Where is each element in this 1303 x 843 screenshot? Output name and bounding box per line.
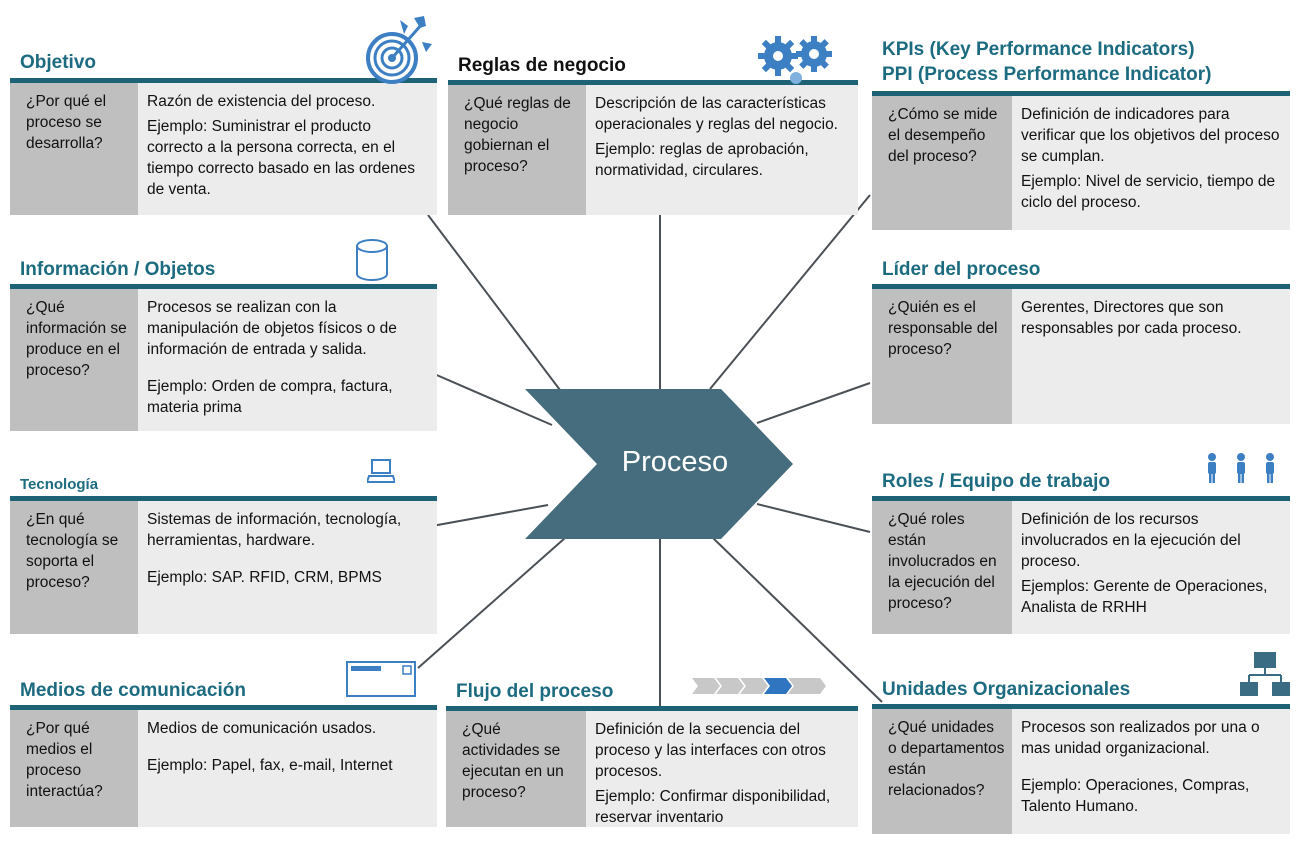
card-tecnologia: Tecnología ¿En qué tecnología se soporta… <box>10 472 437 634</box>
example-text: Ejemplo: Papel, fax, e-mail, Internet <box>147 757 393 774</box>
card-medios: Medios de comunicación ¿Por qué medios e… <box>10 676 437 827</box>
card-informacion: Información / Objetos ¿Qué información s… <box>10 256 437 431</box>
envelope-icon <box>346 661 416 697</box>
example-text: Ejemplo: Suministrar el producto correct… <box>147 118 415 198</box>
description-text: Razón de existencia del proceso. <box>147 93 376 110</box>
card-question: ¿Qué actividades se ejecutan en un proce… <box>446 711 586 827</box>
connector-objetivo <box>427 214 561 391</box>
target-icon <box>366 16 432 84</box>
connector-roles <box>756 503 871 533</box>
example-text: Ejemplos: Gerente de Operaciones, Analis… <box>1021 578 1268 616</box>
card-question: ¿Por qué medios el proceso interactúa? <box>10 710 138 827</box>
card-title: Tecnología <box>20 476 99 493</box>
card-objetivo: Objetivo ¿Por qué el proceso se desarrol… <box>10 50 437 215</box>
card-title: Reglas de negocio <box>458 55 626 76</box>
connector-lider <box>756 382 871 424</box>
title-bar <box>10 705 437 710</box>
card-description: Definición de indicadores para verificar… <box>1012 96 1290 230</box>
connector-tecnologia <box>431 504 549 527</box>
example-text: Ejemplo: SAP. RFID, CRM, BPMS <box>147 569 382 586</box>
card-question: ¿En qué tecnología se soporta el proceso… <box>10 501 138 634</box>
connector-kpis <box>709 194 871 390</box>
process-label: Proceso <box>621 446 729 478</box>
card-flujo: Flujo del proceso ¿Qué actividades se ej… <box>446 676 858 827</box>
card-question: ¿Quién es el responsable del proceso? <box>872 289 1012 424</box>
description-text: Sistemas de información, tecnología, her… <box>147 511 402 549</box>
example-text: Ejemplo: Orden de compra, factura, mater… <box>147 378 393 416</box>
description-text: Definición de los recursos involucrados … <box>1021 511 1241 570</box>
database-icon <box>356 239 388 281</box>
card-question: ¿Por qué el proceso se desarrolla? <box>10 83 138 215</box>
process-chevron <box>525 389 793 539</box>
description-text: Medios de comunicación usados. <box>147 720 377 737</box>
description-text: Descripción de las características opera… <box>595 95 838 133</box>
card-reglas: Reglas de negocio ¿Qué reglas de negocio… <box>448 50 858 215</box>
card-title: Roles / Equipo de trabajo <box>882 471 1111 492</box>
title-bar <box>10 284 437 289</box>
title-bar <box>872 91 1290 96</box>
example-text: Ejemplo: reglas de aprobación, normativi… <box>595 141 809 179</box>
connector-informacion <box>431 372 553 426</box>
process-flow-icon <box>692 678 826 694</box>
title-bar <box>448 80 858 85</box>
card-title: Unidades Organizacionales <box>882 679 1131 700</box>
title-bar <box>872 704 1290 709</box>
title-bar <box>872 284 1290 289</box>
card-description: Gerentes, Directores que son responsable… <box>1012 289 1290 424</box>
title-bar <box>872 496 1290 501</box>
example-text: Ejemplo: Operaciones, Compras, Talento H… <box>1021 777 1250 815</box>
title-bar <box>10 78 437 83</box>
example-text: Ejemplo: Nivel de servicio, tiempo de ci… <box>1021 173 1276 211</box>
card-description: Sistemas de información, tecnología, her… <box>138 501 437 634</box>
example-text: Ejemplo: Confirmar disponibilidad, reser… <box>595 788 831 826</box>
description-text: Procesos son realizados por una o mas un… <box>1021 719 1260 757</box>
card-description: Razón de existencia del proceso. Ejemplo… <box>138 83 437 215</box>
card-question: ¿Qué reglas de negocio gobiernan el proc… <box>448 85 586 215</box>
card-title: Flujo del proceso <box>456 681 614 702</box>
title-bar <box>10 496 437 501</box>
card-question: ¿Qué roles están involucrados en la ejec… <box>872 501 1012 634</box>
card-title: Objetivo <box>20 52 97 73</box>
laptop-icon <box>367 459 395 483</box>
card-title: Medios de comunicación <box>20 680 246 701</box>
description-text: Gerentes, Directores que son responsable… <box>1021 299 1242 337</box>
card-question: ¿Qué información se produce en el proces… <box>10 289 138 431</box>
card-description: Procesos se realizan con la manipulación… <box>138 289 437 431</box>
card-title: Información / Objetos <box>20 259 216 280</box>
card-question: ¿Cómo se mide el desempeño del proceso? <box>872 96 1012 230</box>
description-text: Definición de indicadores para verificar… <box>1021 106 1280 165</box>
title-bar <box>446 706 858 711</box>
people-icon <box>1208 453 1274 483</box>
org-chart-icon <box>1240 652 1290 696</box>
card-description: Medios de comunicación usados. Ejemplo: … <box>138 710 437 827</box>
card-title-line2: PPI (Process Performance Indicator) <box>882 64 1212 85</box>
card-title: Líder del proceso <box>882 259 1041 280</box>
card-title-line1: KPIs (Key Performance Indicators) <box>882 39 1195 60</box>
description-text: Procesos se realizan con la manipulación… <box>147 299 397 358</box>
gears-icon <box>758 36 832 84</box>
connector-medios <box>417 537 566 669</box>
card-description: Descripción de las características opera… <box>586 85 858 215</box>
description-text: Definición de la secuencia del proceso y… <box>595 721 826 780</box>
card-description: Definición de la secuencia del proceso y… <box>586 711 858 827</box>
card-lider: Líder del proceso ¿Quién es el responsab… <box>872 256 1290 424</box>
card-unidades: Unidades Organizacionales ¿Qué unidades … <box>872 676 1290 834</box>
connector-unidades <box>712 537 883 703</box>
card-kpis: KPIs (Key Performance Indicators) PPI (P… <box>872 36 1290 230</box>
card-roles: Roles / Equipo de trabajo ¿Qué roles est… <box>872 468 1290 634</box>
card-description: Procesos son realizados por una o mas un… <box>1012 709 1290 834</box>
card-description: Definición de los recursos involucrados … <box>1012 501 1290 634</box>
card-question: ¿Qué unidades o departamentos están rela… <box>872 709 1012 834</box>
